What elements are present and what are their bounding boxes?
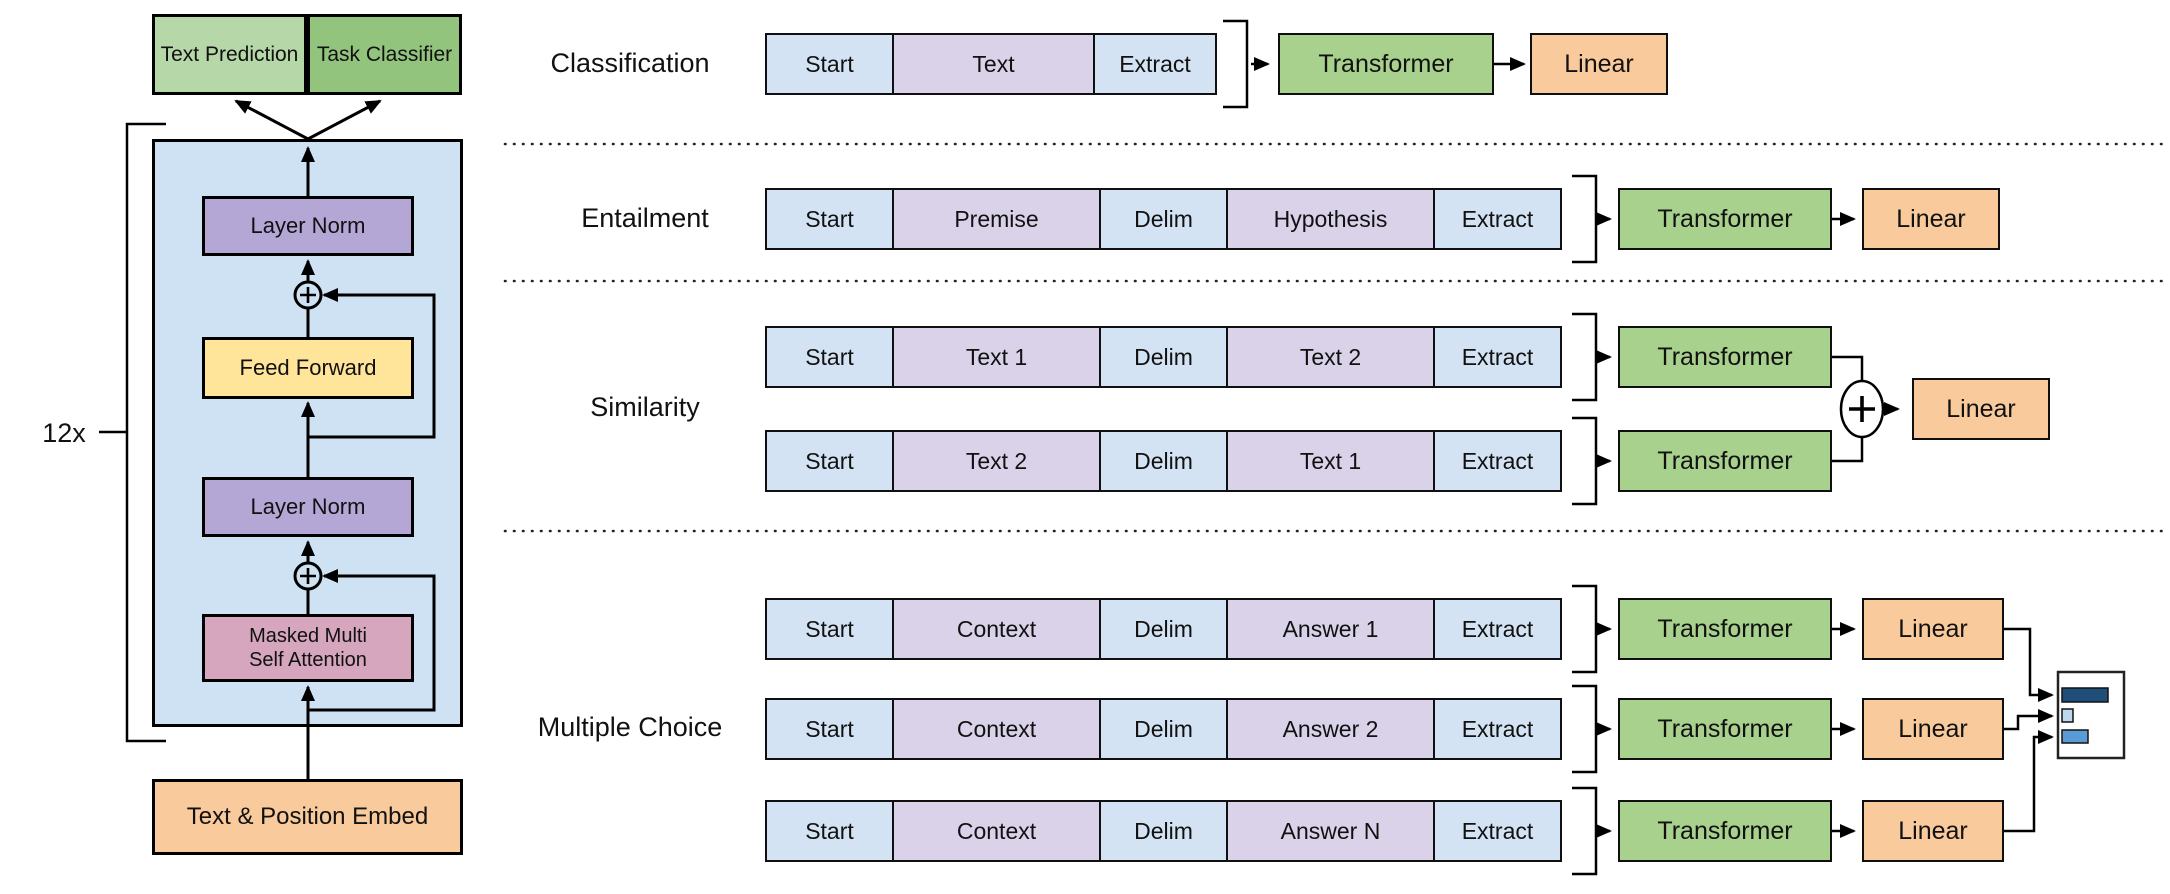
- token-answer2: Answer 2: [1226, 698, 1435, 760]
- similarity-token-strip-1: Start Text 1 Delim Text 2 Extract: [765, 326, 1562, 388]
- token-extract: Extract: [1433, 698, 1562, 760]
- similarity-transformer-box-1: Transformer: [1618, 326, 1832, 388]
- task-classifier-box: Task Classifier: [307, 14, 462, 95]
- similarity-token-strip-2: Start Text 2 Delim Text 1 Extract: [765, 430, 1562, 492]
- residual-add-icon-lower: [293, 561, 323, 591]
- multiple-choice-transformer-box-2: Transformer: [1618, 698, 1832, 760]
- token-hypothesis: Hypothesis: [1226, 188, 1435, 250]
- entailment-linear-box: Linear: [1862, 188, 2000, 250]
- multiple-choice-transformer-box-1: Transformer: [1618, 598, 1832, 660]
- entailment-transformer-box: Transformer: [1618, 188, 1832, 250]
- token-context: Context: [892, 598, 1101, 660]
- repeat-count-label: 12x: [42, 418, 86, 448]
- masked-attention-line1: Masked Multi: [249, 624, 367, 647]
- entailment-label: Entailment: [581, 203, 709, 233]
- answer-score-chart: [2056, 670, 2126, 760]
- classification-connectors: [1223, 19, 1526, 109]
- score-bar-1: [2061, 687, 2109, 703]
- token-extract: Extract: [1093, 33, 1217, 95]
- multiple-choice-linear-box-3: Linear: [1862, 800, 2004, 862]
- multiple-choice-label: Multiple Choice: [537, 712, 723, 742]
- token-premise: Premise: [892, 188, 1101, 250]
- token-extract: Extract: [1433, 430, 1562, 492]
- multiple-choice-token-strip-1: Start Context Delim Answer 1 Extract: [765, 598, 1562, 660]
- section-separators: [503, 142, 2166, 533]
- text-prediction-box: Text Prediction: [152, 14, 307, 95]
- classification-label: Classification: [550, 48, 710, 78]
- feed-forward-box: Feed Forward: [202, 337, 414, 399]
- classification-linear-box: Linear: [1530, 33, 1668, 95]
- classification-token-strip: Start Text Extract: [765, 33, 1217, 95]
- layer-norm-top-box: Layer Norm: [202, 196, 414, 256]
- token-context: Context: [892, 800, 1101, 862]
- similarity-transformer-box-2: Transformer: [1618, 430, 1832, 492]
- multiple-choice-linear-box-2: Linear: [1862, 698, 2004, 760]
- similarity-linear-box: Linear: [1912, 378, 2050, 440]
- masked-attention-box: Masked Multi Self Attention: [202, 614, 414, 682]
- token-answerN: Answer N: [1226, 800, 1435, 862]
- multiple-choice-transformer-box-3: Transformer: [1618, 800, 1832, 862]
- multiple-choice-linear-box-1: Linear: [1862, 598, 2004, 660]
- text-position-embed-box: Text & Position Embed: [152, 779, 463, 855]
- entailment-token-strip: Start Premise Delim Hypothesis Extract: [765, 188, 1562, 250]
- classification-transformer-box: Transformer: [1278, 33, 1494, 95]
- token-extract: Extract: [1433, 326, 1562, 388]
- score-bar-2: [2061, 708, 2074, 723]
- similarity-add-icon: [1839, 379, 1885, 439]
- entailment-connectors: [1572, 174, 1856, 264]
- token-text1: Text 1: [892, 326, 1101, 388]
- token-extract: Extract: [1433, 598, 1562, 660]
- token-delim: Delim: [1099, 598, 1228, 660]
- token-delim: Delim: [1099, 430, 1228, 492]
- multiple-choice-token-strip-2: Start Context Delim Answer 2 Extract: [765, 698, 1562, 760]
- token-answer1: Answer 1: [1226, 598, 1435, 660]
- token-start: Start: [765, 33, 894, 95]
- left-diagram-arrows: [234, 99, 436, 779]
- residual-add-icon-upper: [293, 280, 323, 310]
- token-extract: Extract: [1433, 800, 1562, 862]
- token-text: Text: [892, 33, 1095, 95]
- token-extract: Extract: [1433, 188, 1562, 250]
- similarity-connectors: [1572, 312, 1900, 506]
- layer-norm-bottom-box: Layer Norm: [202, 477, 414, 537]
- token-start: Start: [765, 430, 894, 492]
- masked-attention-line2: Self Attention: [249, 649, 367, 671]
- token-delim: Delim: [1099, 698, 1228, 760]
- token-context: Context: [892, 698, 1101, 760]
- multiple-choice-connectors: [1572, 584, 2054, 876]
- token-text1: Text 1: [1226, 430, 1435, 492]
- token-start: Start: [765, 800, 894, 862]
- token-text2: Text 2: [892, 430, 1101, 492]
- multiple-choice-token-strip-3: Start Context Delim Answer N Extract: [765, 800, 1562, 862]
- token-delim: Delim: [1099, 188, 1228, 250]
- token-start: Start: [765, 188, 894, 250]
- repeat-bracket-12x: [99, 122, 166, 743]
- token-delim: Delim: [1099, 800, 1228, 862]
- similarity-label: Similarity: [590, 392, 700, 422]
- token-delim: Delim: [1099, 326, 1228, 388]
- token-start: Start: [765, 698, 894, 760]
- token-text2: Text 2: [1226, 326, 1435, 388]
- score-bar-3: [2061, 729, 2089, 744]
- token-start: Start: [765, 598, 894, 660]
- token-start: Start: [765, 326, 894, 388]
